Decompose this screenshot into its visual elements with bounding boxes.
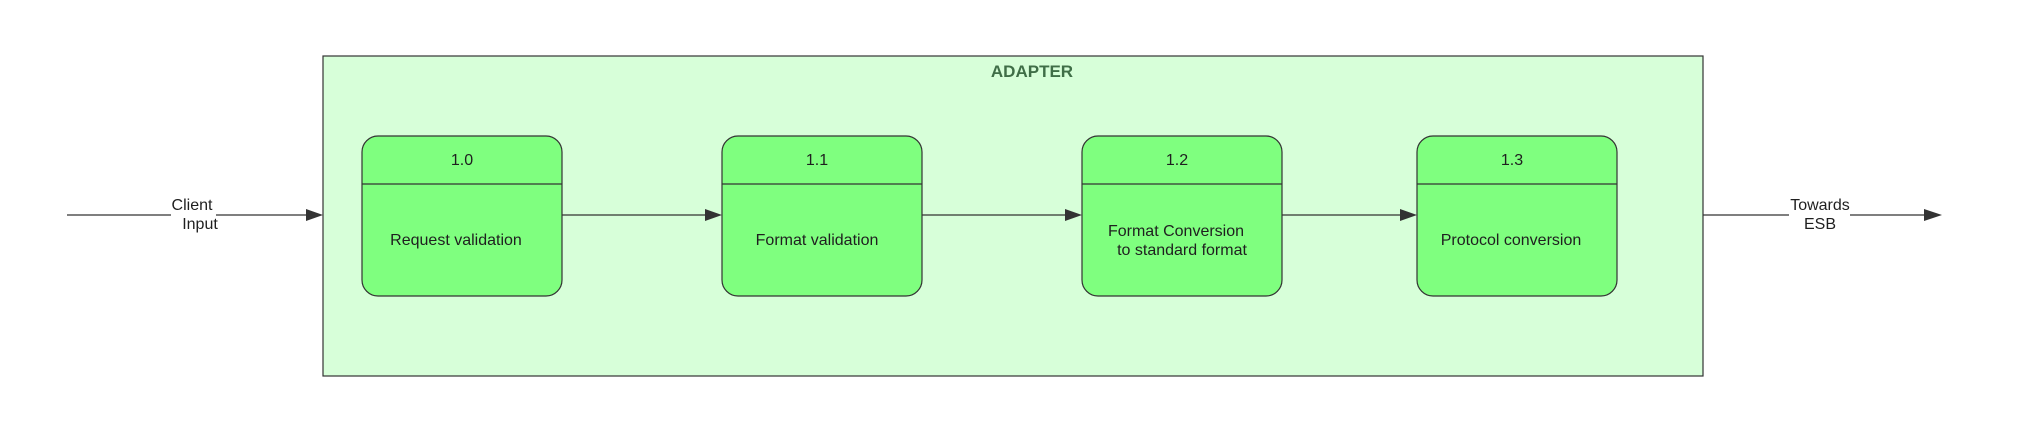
process-1-0: 1.0 Request validation [361,135,563,297]
towards-esb-label-line1: Towards [1790,197,1850,214]
process-1-3: 1.3 Protocol conversion [1416,135,1618,297]
process-1-1: 1.1 Format validation [721,135,923,297]
connector-1-1-to-1-2-arrowhead [1065,209,1082,221]
towards-esb-arrowhead [1924,209,1942,221]
client-input-arrowhead [306,209,323,221]
towards-esb-label-line2: ESB [1804,216,1836,233]
process-1-2-id: 1.2 [1166,152,1188,169]
towards-esb-flow: Towards ESB [1703,197,1942,233]
process-1-3-box [1416,135,1618,297]
process-1-0-id: 1.0 [451,152,473,169]
process-1-2-box [1081,135,1283,297]
process-1-3-id: 1.3 [1501,152,1523,169]
process-1-2: 1.2 Format Conversion to standard format [1081,135,1283,297]
connector-1-2-to-1-3-arrowhead [1400,209,1417,221]
process-1-2-label-line1: Format Conversion [1108,223,1244,240]
client-input-label-line1: Client [172,197,213,214]
connector-1-0-to-1-1-arrowhead [705,209,722,221]
process-1-0-box [361,135,563,297]
process-1-3-label-line1: Protocol conversion [1441,232,1582,249]
process-1-2-label-line2: to standard format [1117,242,1247,259]
client-input-flow: Client Input [67,197,323,233]
process-connectors [562,209,1417,221]
adapter-title: ADAPTER [991,62,1073,81]
client-input-label-line2: Input [182,216,218,233]
process-1-1-box [721,135,923,297]
process-1-1-id: 1.1 [806,152,828,169]
process-1-1-label-line1: Format validation [756,232,879,249]
process-1-0-label-line1: Request validation [390,232,522,249]
